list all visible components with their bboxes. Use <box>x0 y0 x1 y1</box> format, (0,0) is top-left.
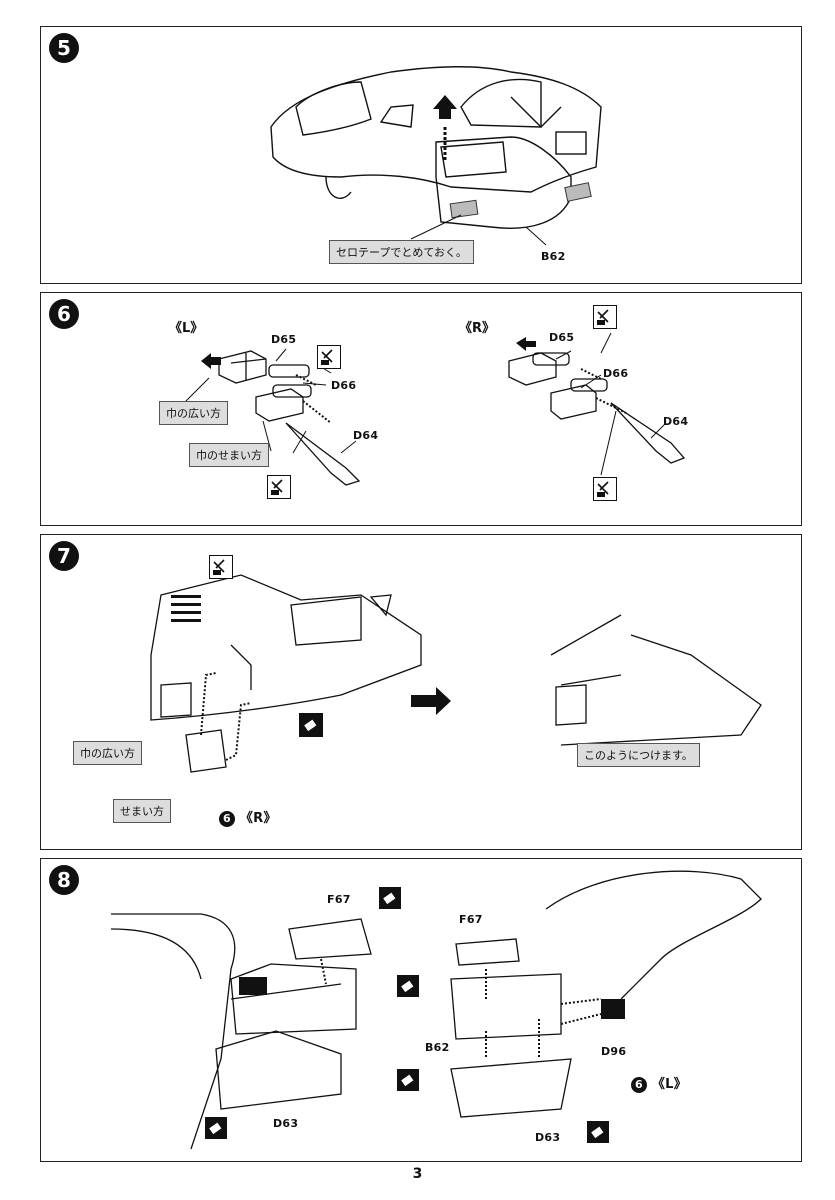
step-6-illustration <box>175 332 686 486</box>
step-8-panel: 8 F67 D63 F67 B62 D63 <box>40 858 802 1162</box>
step-number: 5 <box>49 33 79 63</box>
reference-step: 6 《L》 <box>631 1073 687 1093</box>
part-d66-left: D66 <box>331 379 357 392</box>
step-8-illustration <box>110 870 762 1150</box>
no-cement-icon <box>593 305 617 329</box>
no-cement-icon <box>209 555 233 579</box>
reference-step-number: 6 <box>631 1077 647 1093</box>
part-f67-left: F67 <box>327 893 351 906</box>
part-d63-right: D63 <box>535 1131 561 1144</box>
part-d65-right: D65 <box>549 331 575 344</box>
step-6-panel: 6 <box>40 292 802 526</box>
reference-side: 《L》 <box>651 1077 688 1092</box>
step-7-panel: 7 巾の広い方 せまい方 6 《R》 このようにつけます <box>40 534 802 850</box>
step-number: 6 <box>49 299 79 329</box>
side-right-label: 《R》 <box>459 321 496 336</box>
no-cement-icon <box>317 345 341 369</box>
part-d63-left: D63 <box>273 1117 299 1130</box>
page-number: 3 <box>412 1166 423 1182</box>
part-d65-left: D65 <box>271 333 297 346</box>
cement-icon <box>397 1069 419 1091</box>
wide-side-note: 巾の広い方 <box>73 741 142 765</box>
narrow-side-note: 巾のせまい方 <box>189 443 269 467</box>
part-d64-left: D64 <box>353 429 379 442</box>
part-b62: B62 <box>541 250 566 263</box>
cement-icon <box>299 713 323 737</box>
tape-note: セロテープでとめておく。 <box>329 240 475 264</box>
step-5-illustration <box>270 66 602 246</box>
part-b62-right: B62 <box>425 1041 450 1054</box>
step-7-illustration <box>150 574 762 773</box>
narrow-side-note: せまい方 <box>113 799 171 823</box>
step-5-panel: 5 セロテープでとめておく。 B62 <box>40 26 802 284</box>
part-d96: D96 <box>601 1045 627 1058</box>
no-cement-icon <box>593 477 617 501</box>
cement-icon <box>587 1121 609 1143</box>
step-number: 7 <box>49 541 79 571</box>
no-cement-icon <box>267 475 291 499</box>
cement-icon <box>379 887 401 909</box>
reference-step: 6 《R》 <box>219 807 277 827</box>
part-f67-right: F67 <box>459 913 483 926</box>
part-d66-right: D66 <box>603 367 629 380</box>
reference-step-number: 6 <box>219 811 235 827</box>
cement-icon <box>205 1117 227 1139</box>
cement-icon <box>397 975 419 997</box>
part-d64-right: D64 <box>663 415 689 428</box>
reference-side: 《R》 <box>239 811 277 826</box>
result-note: このようにつけます。 <box>577 743 700 767</box>
wide-side-note: 巾の広い方 <box>159 401 228 425</box>
side-left-label: 《L》 <box>169 321 204 336</box>
step-number: 8 <box>49 865 79 895</box>
